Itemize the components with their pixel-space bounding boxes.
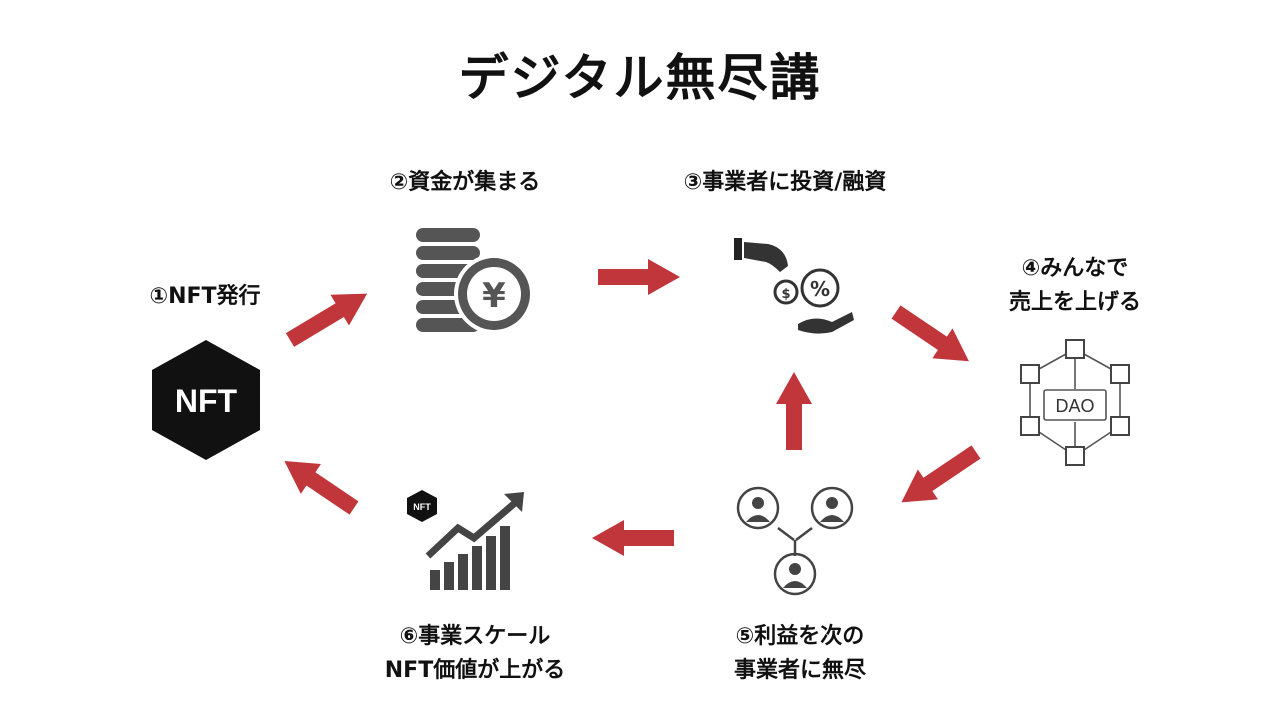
arrow-step1-to-step2 [285, 293, 368, 347]
hand-money-percent-icon: $ % [734, 238, 854, 334]
nft-growth-chart-icon: NFT [407, 490, 524, 590]
people-network-icon [736, 486, 854, 596]
step2-label: ②資金が集まる [389, 170, 541, 195]
step5-label: ⑤利益を次の 事業者に無尽 [690, 620, 910, 688]
step6-label-line2: NFT価値が上がる [384, 658, 566, 683]
arrow-step4-to-step5 [901, 445, 981, 503]
step1-label: ①NFT発行 [149, 284, 261, 309]
arrow-step5-to-step6 [592, 520, 674, 556]
page-title: デジタル無尽講 [458, 49, 822, 107]
dao-text: DAO [1055, 396, 1094, 416]
nft-hexagon-icon: NFT [152, 340, 260, 460]
step4-label-line2: 売上を上げる [1008, 290, 1141, 315]
step5-label-line2: 事業者に無尽 [733, 658, 866, 683]
yen-symbol: ¥ [482, 276, 506, 316]
nft-mini-text: NFT [413, 502, 431, 512]
arrow-step2-to-step3 [598, 259, 680, 295]
svg-text:$: $ [781, 287, 790, 302]
dao-network-icon: DAO [1020, 339, 1130, 466]
step3-label: ③事業者に投資/融資 [683, 170, 887, 195]
step4-label-line1: ④みんなで [1021, 256, 1129, 281]
coins-yen-icon: ¥ [416, 228, 534, 334]
nft-hexagon-text: NFT [175, 383, 238, 419]
step6-label: ⑥事業スケール NFT価値が上がる [350, 620, 600, 688]
arrow-step6-to-step1 [284, 461, 359, 515]
step4-label: ④みんなで 売上を上げる [985, 252, 1165, 320]
step5-label-line1: ⑤利益を次の [735, 624, 865, 649]
arrow-step3-to-step4 [891, 305, 969, 362]
step6-label-line1: ⑥事業スケール [399, 624, 551, 649]
percent-symbol: % [810, 277, 830, 301]
arrow-step5-to-step3 [776, 372, 812, 450]
